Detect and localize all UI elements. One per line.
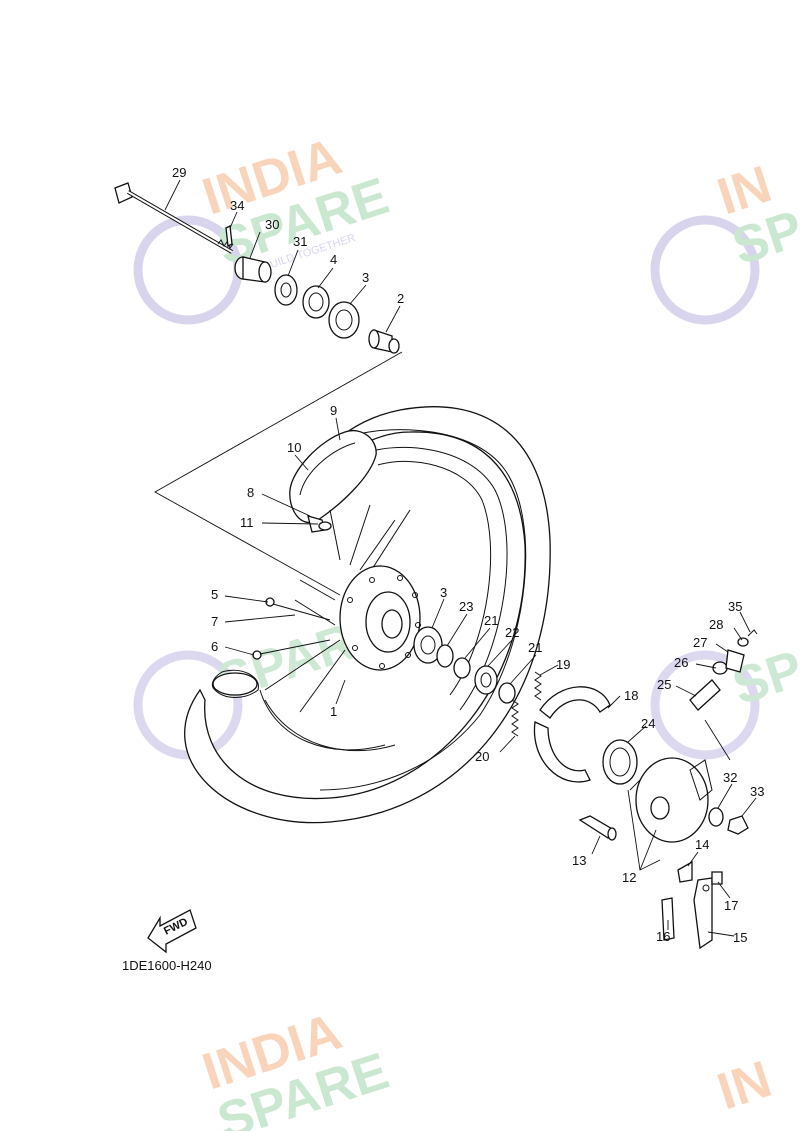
brake-arm-group [661, 860, 723, 950]
callout-24: 24 [641, 716, 655, 731]
callout-13: 13 [572, 853, 586, 868]
brake-shoes [533, 686, 611, 783]
callout-18: 18 [624, 688, 638, 703]
callout-11: 11 [240, 515, 254, 530]
callout-30: 30 [265, 217, 279, 232]
callout-20: 20 [475, 749, 489, 764]
callout-14: 14 [695, 837, 709, 852]
callout-23: 23 [459, 599, 473, 614]
callout-33: 33 [750, 784, 764, 799]
springs [511, 671, 542, 737]
oil-seal [602, 739, 638, 785]
diagram-code: 1DE1600-H240 [122, 958, 212, 973]
callout-5: 5 [211, 587, 218, 602]
callout-9: 9 [330, 403, 337, 418]
callout-22: 22 [505, 625, 519, 640]
watermark-bottom: INDIA SPARE IN [196, 1003, 778, 1131]
callout-34: 34 [230, 198, 244, 213]
callout-21b: 21 [528, 640, 542, 655]
callout-27: 27 [693, 635, 707, 650]
callout-35: 35 [728, 599, 742, 614]
inner-tube [289, 430, 377, 523]
callout-29: 29 [172, 165, 186, 180]
callout-21: 21 [484, 613, 498, 628]
callout-10: 10 [287, 440, 301, 455]
wheel-hub [339, 565, 421, 671]
wrench-logo-icon [650, 215, 760, 325]
callout-4: 4 [330, 252, 337, 267]
callout-3: 3 [362, 270, 369, 285]
callout-6: 6 [211, 639, 218, 654]
tire-section [212, 672, 258, 696]
callout-7: 7 [211, 614, 218, 629]
brake-cam [578, 815, 617, 841]
spoke-nipple-group [252, 597, 336, 660]
callout-numbers: 29 34 30 31 4 3 2 9 10 8 11 5 7 6 1 3 23… [172, 165, 764, 945]
callout-19: 19 [556, 657, 570, 672]
callout-32: 32 [723, 770, 737, 785]
spokes [264, 504, 411, 713]
callout-2: 2 [397, 291, 404, 306]
callout-15: 15 [733, 930, 747, 945]
axle-group [114, 182, 400, 354]
speedometer-gear [689, 629, 758, 711]
axle-nut-group [708, 807, 749, 835]
callout-26: 26 [674, 655, 688, 670]
fwd-arrow: FWD [147, 909, 197, 954]
svg-text:IN: IN [711, 1050, 778, 1121]
callout-25: 25 [657, 677, 671, 692]
callout-31: 31 [293, 234, 307, 249]
leader-lines [164, 179, 757, 937]
callout-12: 12 [622, 870, 636, 885]
callout-16: 16 [656, 929, 670, 944]
callout-28: 28 [709, 617, 723, 632]
brake-plate [635, 757, 713, 843]
callout-8: 8 [247, 485, 254, 500]
callout-17: 17 [724, 898, 738, 913]
right-bearing-group [413, 626, 516, 704]
svg-text:SP: SP [726, 640, 800, 717]
watermark-top-right: IN SP [650, 155, 800, 325]
callout-1: 1 [330, 704, 337, 719]
wrench-logo-icon [650, 650, 760, 760]
callout-3b: 3 [440, 585, 447, 600]
